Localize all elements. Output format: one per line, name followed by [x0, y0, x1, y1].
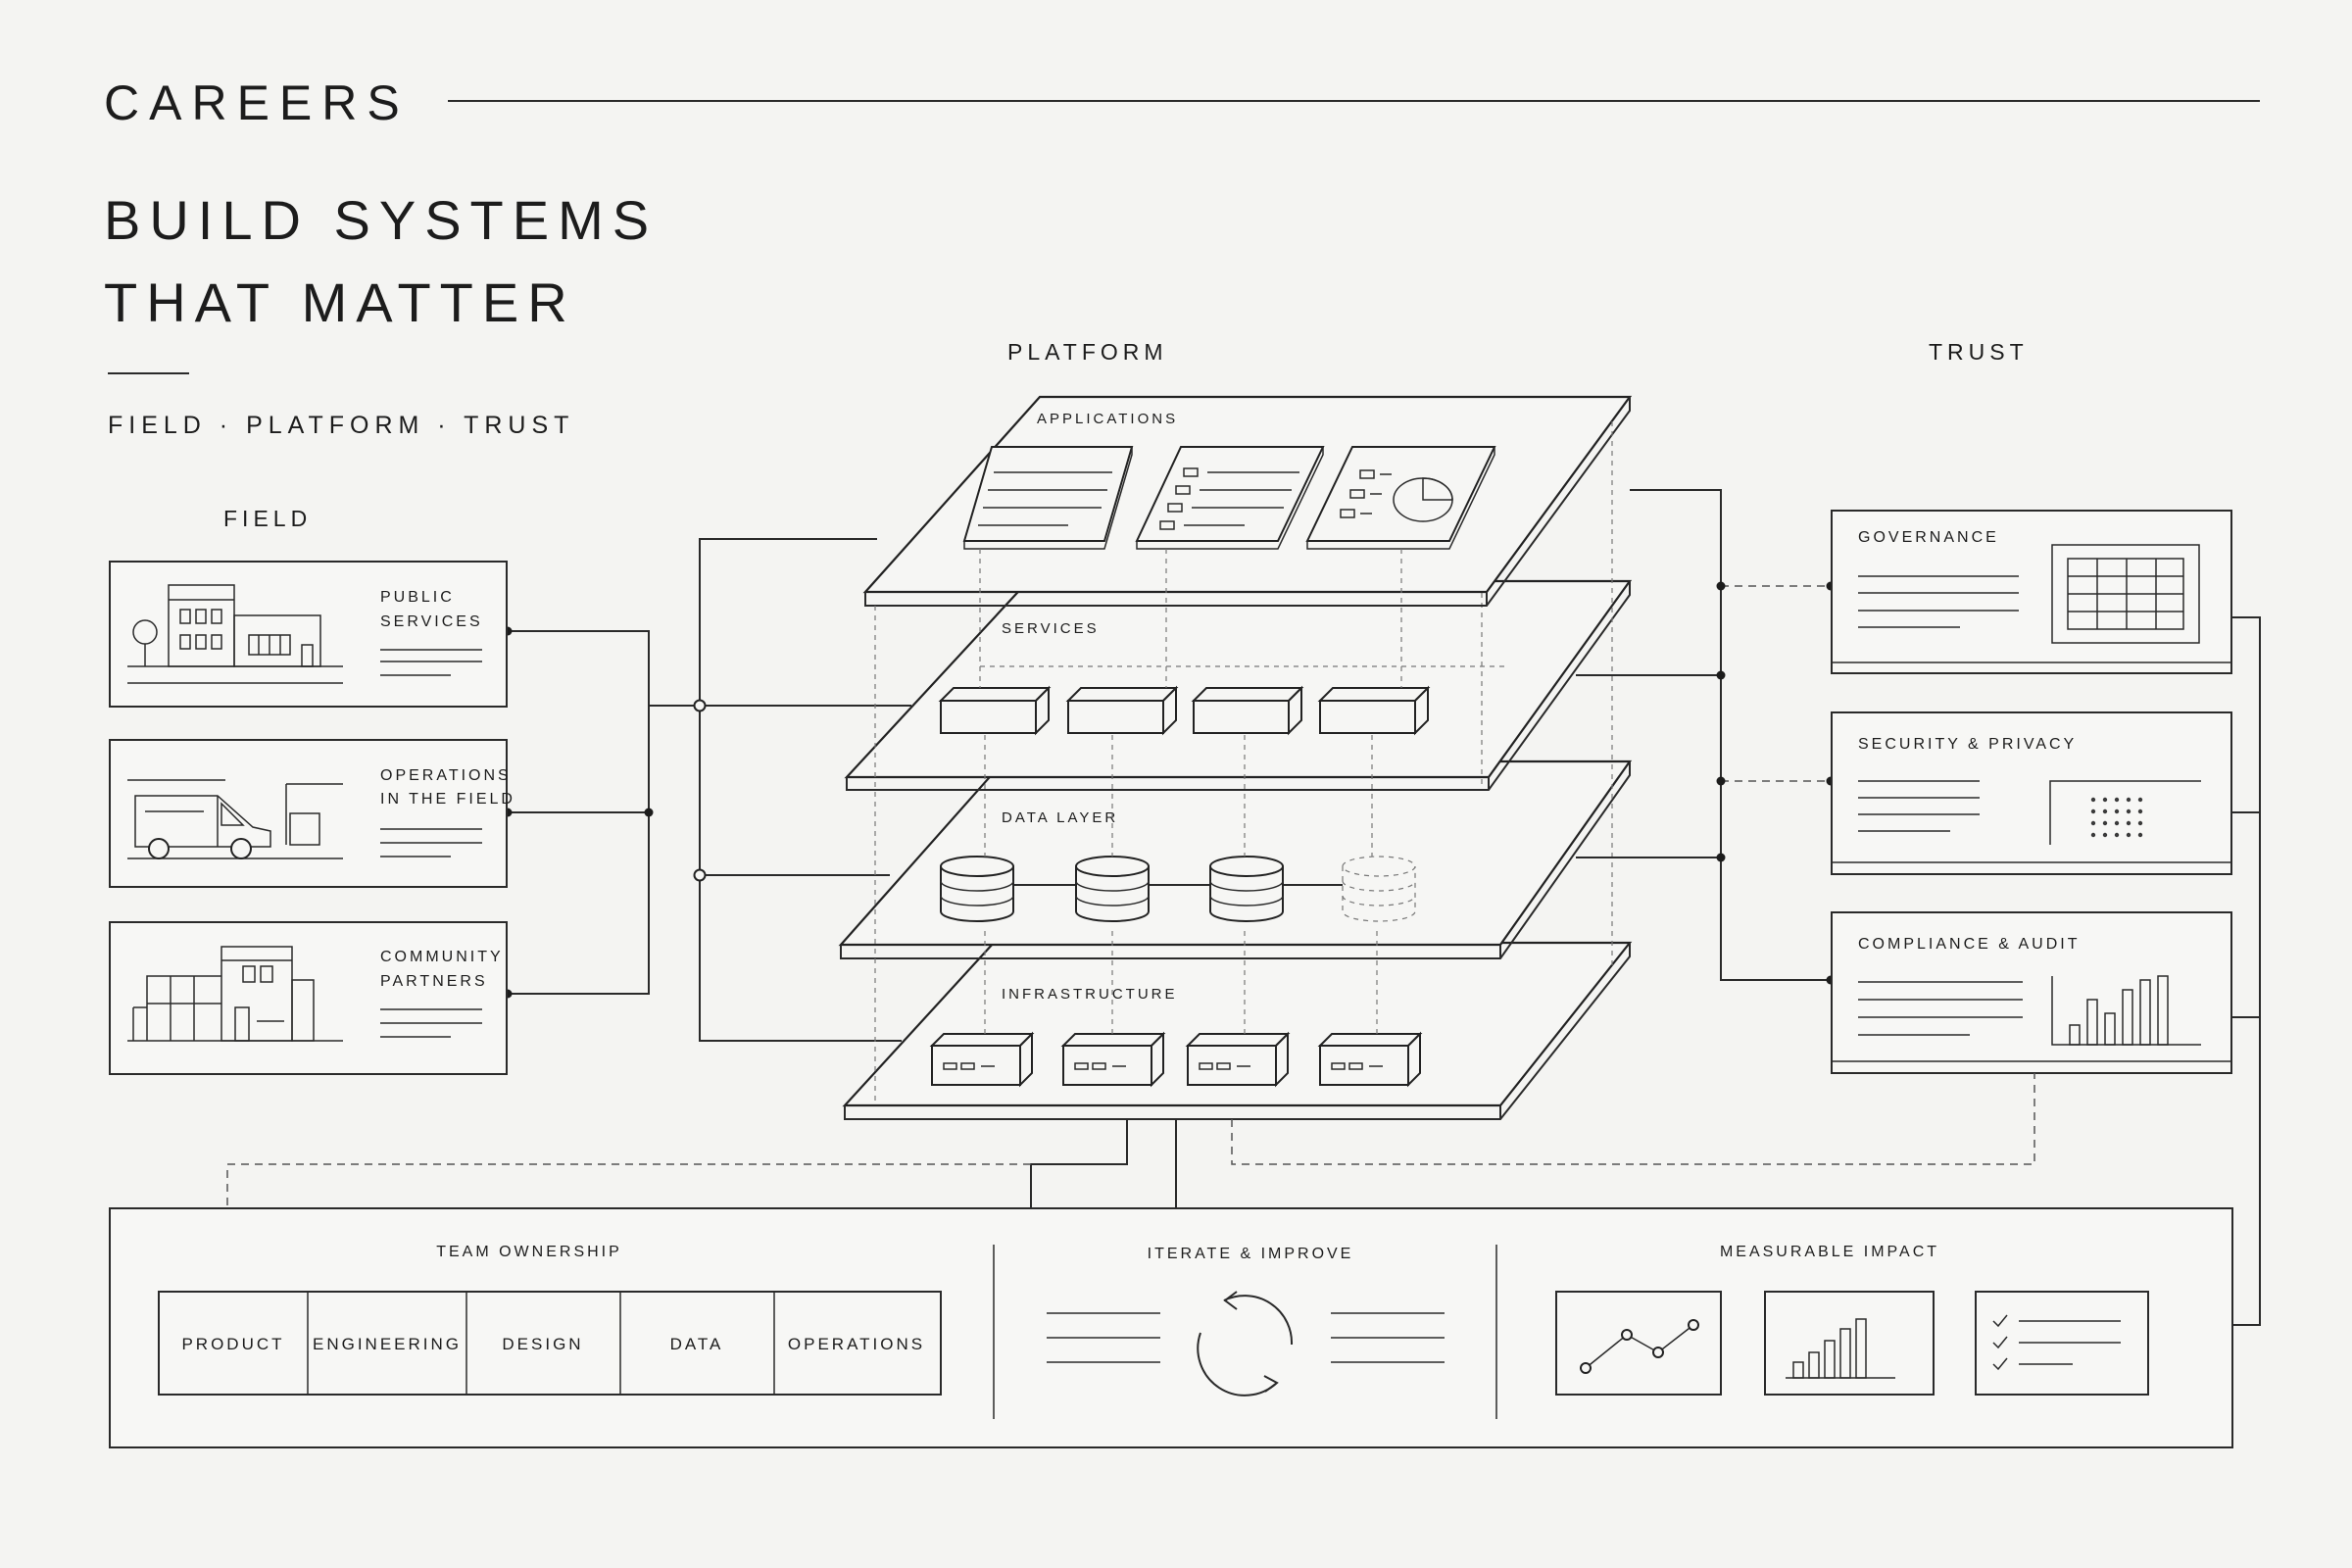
platform-layer-applications[interactable]: APPLICATIONS — [862, 395, 1633, 607]
field-card-label-1: OPERATIONS — [380, 767, 512, 784]
trust-column-title: TRUST — [1929, 339, 2029, 365]
checklist-icon — [1975, 1291, 2149, 1396]
team-cell-design[interactable]: DESIGN — [502, 1335, 583, 1353]
page-eyebrow: CAREERS — [104, 75, 410, 130]
trust-card-governance[interactable]: GOVERNANCE — [1831, 510, 2232, 674]
trust-card-label: COMPLIANCE & AUDIT — [1858, 936, 2080, 953]
storefront-icon — [127, 946, 343, 1042]
field-column-title: FIELD — [223, 506, 312, 531]
trust-card-label: GOVERNANCE — [1858, 529, 1999, 546]
platform-column-title: PLATFORM — [1007, 339, 1168, 365]
dashboard-app-icon — [1305, 446, 1496, 550]
field-card-label-1: COMMUNITY — [380, 949, 504, 965]
platform-dashed-connectors — [874, 421, 1613, 1105]
field-card-label-1: PUBLIC — [380, 589, 455, 606]
dot-matrix-icon — [2049, 780, 2201, 845]
layer-label-infrastructure: INFRASTRUCTURE — [1002, 986, 1178, 1003]
team-cell-data[interactable]: DATA — [670, 1335, 724, 1353]
iterate-improve-section: ITERATE & IMPROVE — [1047, 1246, 1445, 1396]
headline-line-1: BUILD SYSTEMS — [104, 189, 658, 251]
building-icon — [127, 584, 343, 684]
line-chart-icon — [1555, 1291, 1722, 1396]
bottom-connectors — [226, 1073, 2035, 1208]
tagline: FIELD · PLATFORM · TRUST — [108, 412, 574, 439]
layer-label-data: DATA LAYER — [1002, 809, 1118, 826]
platform-layer-infrastructure[interactable]: INFRASTRUCTURE — [842, 941, 1633, 1120]
team-ownership-title: TEAM OWNERSHIP — [436, 1244, 622, 1260]
measurable-impact-section: MEASURABLE IMPACT — [1555, 1244, 2149, 1396]
measurable-impact-title: MEASURABLE IMPACT — [1720, 1244, 1939, 1260]
platform-layer-data[interactable]: DATA LAYER — [838, 760, 1633, 959]
headline-line-2: THAT MATTER — [104, 271, 576, 333]
bar-chart-icon — [1764, 1291, 1935, 1396]
document-app-icon — [962, 446, 1134, 550]
layer-label-services: SERVICES — [1002, 620, 1100, 637]
iterate-improve-title: ITERATE & IMPROVE — [1148, 1246, 1354, 1262]
bar-chart-icon — [2051, 975, 2201, 1046]
field-card-community-partners[interactable]: COMMUNITY PARTNERS — [109, 921, 508, 1075]
field-card-operations[interactable]: OPERATIONS IN THE FIELD — [109, 739, 515, 888]
field-card-label-2: IN THE FIELD — [380, 791, 515, 808]
team-ownership-section: TEAM OWNERSHIP PRODUCT ENGINEERING DESIG… — [158, 1244, 942, 1396]
trust-connectors — [1576, 489, 2261, 1326]
field-card-label-2: SERVICES — [380, 613, 483, 630]
trust-card-compliance-audit[interactable]: COMPLIANCE & AUDIT — [1831, 911, 2232, 1074]
cycle-arrows-icon — [1197, 1291, 1294, 1396]
field-card-public-services[interactable]: PUBLIC SERVICES — [109, 561, 508, 708]
field-card-label-2: PARTNERS — [380, 973, 488, 990]
table-grid-icon — [2051, 544, 2200, 644]
database-nodes — [940, 856, 1416, 922]
platform-layer-services[interactable]: SERVICES — [844, 397, 1633, 791]
van-icon — [127, 779, 343, 859]
team-cell-operations[interactable]: OPERATIONS — [788, 1335, 925, 1353]
trust-card-label: SECURITY & PRIVACY — [1858, 736, 2077, 753]
checklist-app-icon — [1135, 446, 1325, 550]
team-cell-engineering[interactable]: ENGINEERING — [313, 1335, 462, 1353]
layer-label-applications: APPLICATIONS — [1037, 411, 1178, 427]
trust-card-security-privacy[interactable]: SECURITY & PRIVACY — [1831, 711, 2232, 875]
team-cell-product[interactable]: PRODUCT — [181, 1335, 284, 1353]
